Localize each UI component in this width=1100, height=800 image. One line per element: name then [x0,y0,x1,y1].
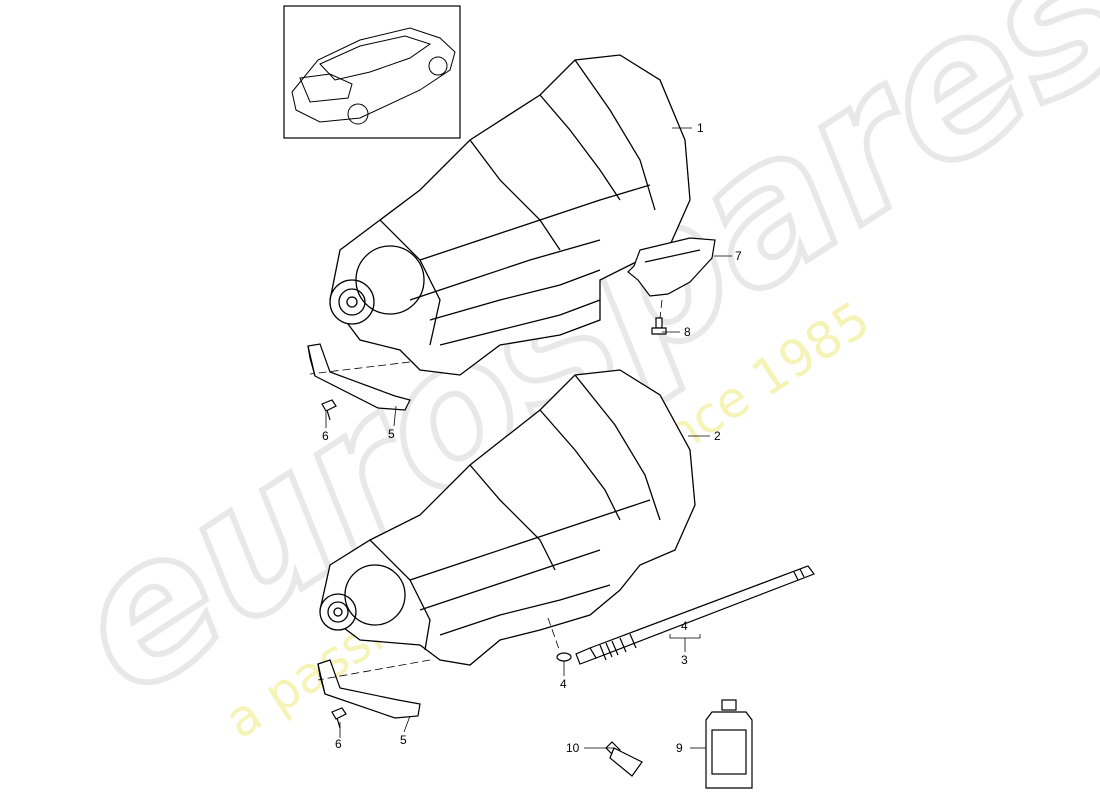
callout-6-lower: 6 [335,737,342,751]
callout-2: 2 [714,429,721,443]
sealant-tube [605,741,643,777]
leader-lines [325,127,732,749]
callouts: 1 2 3 4 4 5 5 6 6 7 8 9 10 [322,121,742,755]
guide-lines [309,299,663,681]
callout-4-o-ring: 4 [560,677,567,691]
callout-6-upper: 6 [322,429,329,443]
callout-5-lower: 5 [400,733,407,747]
vehicle-thumbnail [283,5,461,139]
car-icon [291,27,456,125]
bolt-upper [321,399,337,421]
drive-shaft [575,565,815,665]
bracket-lower [317,659,421,719]
callout-10: 10 [566,741,580,755]
callout-8: 8 [684,325,691,339]
callout-5-upper: 5 [388,427,395,441]
bolt-heat-shield [651,317,667,335]
transmission-lower [319,369,696,666]
heat-shield [627,237,716,297]
callout-9: 9 [676,741,683,755]
oil-bottle [705,699,753,789]
callout-4-shaft: 4 [681,619,688,633]
o-ring [556,652,572,662]
transmission-upper [329,54,691,376]
bolt-lower [331,707,347,729]
callout-7: 7 [735,249,742,263]
callout-3: 3 [681,653,688,667]
bracket-upper [307,343,411,411]
callout-1: 1 [697,121,704,135]
